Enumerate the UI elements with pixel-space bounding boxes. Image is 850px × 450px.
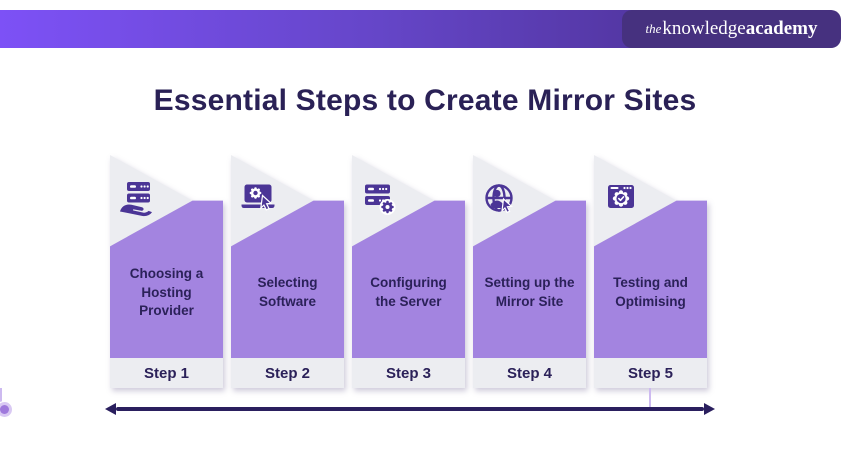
laptop-gear-cursor-icon — [238, 179, 278, 219]
timeline-arrow-right-icon — [704, 403, 715, 415]
timeline-connector — [649, 388, 651, 407]
server-hand-icon — [117, 179, 157, 219]
step-title: Configuring the Server — [370, 275, 447, 310]
timeline-arrow-left-icon — [105, 403, 116, 415]
step-card-3: Configuring the Server Step 3 — [352, 155, 465, 388]
server-gear-icon — [359, 179, 399, 219]
page-title: Essential Steps to Create Mirror Sites — [153, 84, 697, 117]
timeline-marker — [0, 405, 9, 414]
step-title: Setting up the Mirror Site — [484, 275, 575, 310]
step-badge: Step 4 — [473, 358, 586, 388]
step-badge: Step 2 — [231, 358, 344, 388]
step-badge: Step 5 — [594, 358, 707, 388]
timeline-axis — [116, 407, 704, 411]
steps-row: Choosing a Hosting Provider Step 1 — [110, 155, 707, 388]
browser-badge-icon — [601, 179, 641, 219]
step-card-5: Testing and Optimising Step 5 — [594, 155, 707, 388]
brand-logo-the: the — [645, 21, 662, 36]
step-title: Selecting Software — [257, 275, 318, 310]
globe-cursor-icon — [480, 179, 520, 219]
step-title: Testing and Optimising — [613, 275, 688, 310]
step-title: Choosing a Hosting Provider — [129, 265, 204, 319]
brand-logo-academy: academy — [745, 18, 818, 39]
step-card-4: Setting up the Mirror Site Step 4 — [473, 155, 586, 388]
step-card-1: Choosing a Hosting Provider Step 1 — [110, 155, 223, 388]
step-badge: Step 1 — [110, 358, 223, 388]
timeline-connector — [0, 388, 2, 407]
brand-logo-knowledge: knowledge — [662, 18, 746, 39]
step-card-2: Selecting Software Step 2 — [231, 155, 344, 388]
step-badge: Step 3 — [352, 358, 465, 388]
